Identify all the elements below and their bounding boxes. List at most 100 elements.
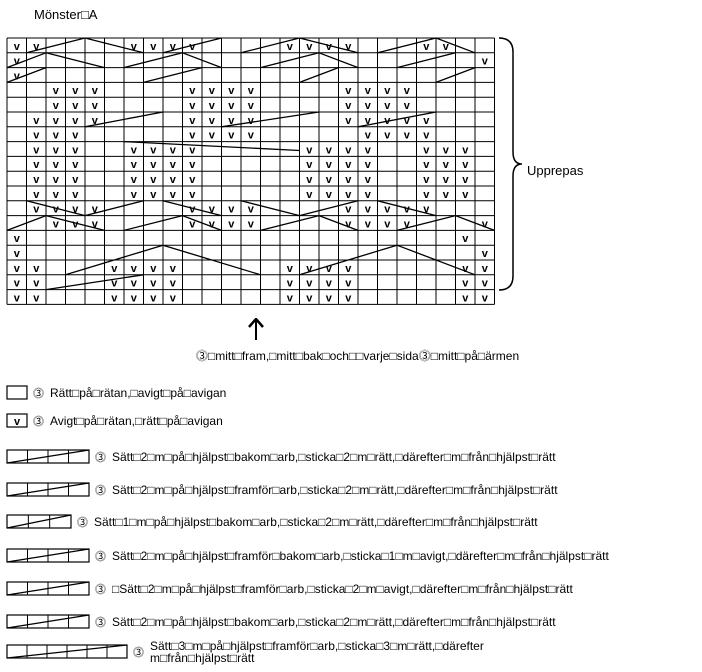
middle-note: ⓷□mitt□fram,□mitt□bak□och□□varje□sida⓷□m… [196,349,520,363]
purl-symbol: v [189,115,196,127]
purl-symbol: v [248,115,255,127]
repeat-label: Upprepas [527,163,584,178]
cable-stroke [162,200,222,217]
cable-stroke [162,37,222,54]
cable-stroke [299,37,359,54]
purl-symbol: v [443,159,450,171]
legend-text: Sätt□2□m□på□hjälpst□bakom□arb,□sticka□2□… [112,615,556,629]
purl-symbol: v [384,130,391,142]
cable-stroke [221,111,320,128]
purl-symbol: v [482,56,489,68]
pattern-title: Mönster□A [34,7,98,22]
purl-symbol: v [150,41,157,53]
purl-symbol: v [345,278,352,290]
purl-symbol: v [131,278,138,290]
purl-symbol: v [33,144,40,156]
purl-symbol: v [345,100,352,112]
chart-cables [6,37,495,291]
purl-symbol: v [33,292,40,304]
cable-stroke [45,274,144,291]
purl-symbol: v [33,41,40,53]
purl-symbol: v [404,218,411,230]
legend-prefix: ⓷ [133,647,144,659]
purl-symbol: v [365,100,372,112]
purl-symbol: v [287,41,294,53]
purl-symbol: v [228,218,235,230]
purl-symbol: v [306,278,313,290]
purl-symbol: v [423,115,430,127]
purl-symbol: v [228,100,235,112]
purl-symbol: v [53,218,60,230]
cable-stroke [299,66,339,84]
cable-stroke [240,200,300,217]
purl-symbol: v [72,100,79,112]
purl-symbol: v [131,41,138,53]
purl-symbol: v [443,174,450,186]
purl-symbol: v [248,204,255,216]
purl-symbol: v [404,115,411,127]
purl-symbol: v [365,204,372,216]
cable-stroke [318,214,359,232]
purl-symbol: v [170,41,177,53]
purl-symbol: v [189,41,196,53]
purl-symbol: v [53,85,60,97]
purl-symbol: v [326,292,333,304]
purl-symbol: v [365,115,372,127]
legend-text: Sätt□3□m□på□hjälpst□framför□arb,□sticka□… [150,639,484,665]
purl-symbol: v [404,85,411,97]
purl-symbol: v [365,85,372,97]
cable-stroke [182,52,222,69]
purl-symbol: v [53,100,60,112]
purl-symbol: v [131,189,138,201]
purl-symbol: v [345,144,352,156]
purl-symbol: v [33,263,40,275]
cable-stroke [396,244,476,276]
cable-stroke [455,214,495,232]
purl-symbol: v [345,204,352,216]
legend-swatch-icon [6,449,90,464]
chart-grid [6,37,495,305]
purl-symbol: v [33,278,40,290]
purl-symbol: v [462,144,469,156]
purl-symbol: v [443,144,450,156]
purl-symbol: v [131,174,138,186]
purl-symbol: v [72,174,79,186]
purl-symbol: v [306,159,313,171]
legend-swatch-icon [6,482,90,497]
purl-symbol: v [209,115,216,127]
purl-symbol: v [92,100,99,112]
cable-stroke [260,52,320,69]
purl-symbol: v [33,115,40,127]
purl-symbol: v [423,159,430,171]
purl-symbol: v [209,85,216,97]
purl-symbol: v [150,174,157,186]
purl-symbol: v [150,144,157,156]
legend-prefix: ⓷ [33,388,44,400]
purl-symbol: v [14,56,21,68]
purl-symbol: v [306,174,313,186]
purl-symbol: v [384,218,391,230]
cable-stroke [45,214,105,232]
purl-symbol: v [345,115,352,127]
cable-stroke [357,111,437,128]
purl-symbol: v [111,292,118,304]
purl-symbol: v [189,189,196,201]
purl-symbol: v [345,189,352,201]
cable-stroke [6,214,47,232]
purl-symbol: v [14,278,21,290]
knitting-chart: v v v v v v v v v v v v v v v v v v v v v v v v v v v v v v v v v v v v v v v v… [6,37,523,305]
purl-symbol: v [443,189,450,201]
cable-stroke [396,52,456,69]
purl-symbol: v [189,85,196,97]
purl-symbol: v [53,174,60,186]
purl-symbol: v [189,218,196,230]
cable-stroke [84,111,164,128]
purl-symbol: v [189,144,196,156]
purl-symbol: v [306,189,313,201]
purl-symbol: v [365,144,372,156]
purl-symbol: v [306,292,313,304]
purl-symbol: v [482,263,489,275]
legend-swatch-icon [6,385,28,400]
